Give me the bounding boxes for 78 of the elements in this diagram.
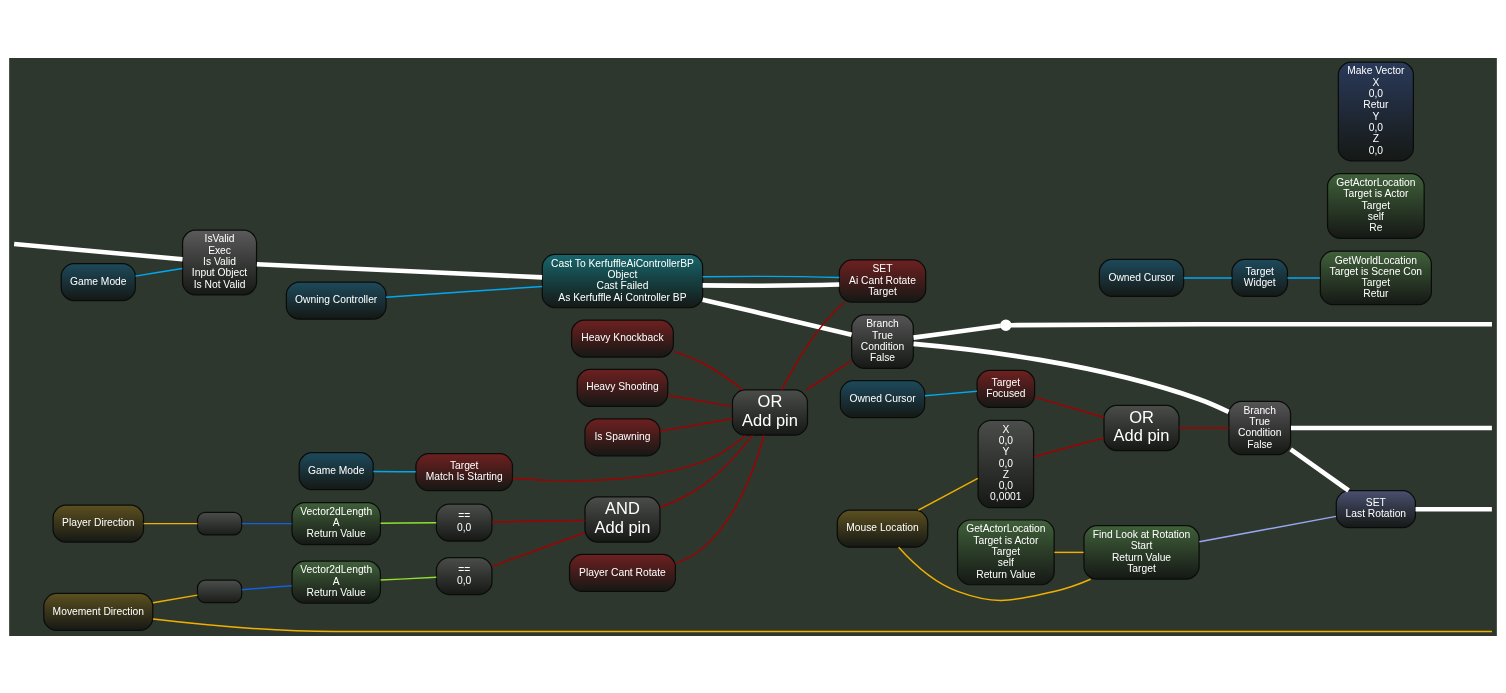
node-box: Target Widget <box>1231 258 1289 297</box>
connector <box>1198 515 1337 543</box>
connector <box>1183 276 1233 279</box>
connector <box>897 546 1092 601</box>
connector <box>659 417 733 432</box>
connector <box>1178 426 1230 429</box>
connector <box>379 521 437 524</box>
node-box: OR Add pin <box>1103 404 1180 451</box>
node-box: AND Add pin <box>584 495 661 543</box>
node-box: Owning Controller <box>285 280 387 320</box>
node-box: Player Cant Rotate <box>568 553 676 592</box>
connector <box>781 301 846 391</box>
connector <box>674 434 765 564</box>
node-box: Game Mode <box>60 262 136 301</box>
connector <box>241 584 293 590</box>
node-box: == 0,0 <box>435 556 493 595</box>
node-box: GetActorLocation Target is Actor Target self Re <box>1326 172 1425 239</box>
node-box: Cast To KerfuffleAiControllerBP Object Cast Failed As Kerfuffle Ai Controller BP <box>541 253 704 308</box>
node-box: Vector2dLength A Return Value <box>291 560 382 604</box>
node-box: GetWorldLocation Target is Scene Con Target Retur <box>1319 250 1432 305</box>
connector <box>702 281 840 288</box>
node-box: Branch True Condition False <box>851 313 914 369</box>
node-box <box>196 511 243 535</box>
connector <box>256 261 543 280</box>
node-circle <box>1000 318 1012 331</box>
connector <box>134 267 183 277</box>
connector <box>152 617 1493 632</box>
connector <box>702 296 853 337</box>
node-box: SET Ai Cant Rotate Target <box>838 258 927 303</box>
node-box: Vector2dLength A Return Value <box>291 501 382 545</box>
connector <box>512 434 747 482</box>
node-box: Heavy Knockback <box>570 318 674 358</box>
node-box: Owned Cursor <box>1098 258 1185 297</box>
connector <box>152 593 199 603</box>
connector <box>917 477 979 511</box>
node-box: Game Mode <box>298 451 374 490</box>
node-box: Is Spawning <box>584 417 661 456</box>
connector <box>143 522 199 524</box>
node-box: Owned Cursor <box>839 379 926 418</box>
node-box: == 0,0 <box>435 502 493 542</box>
connector <box>1034 395 1105 418</box>
connector <box>491 531 586 567</box>
connector <box>1289 446 1350 492</box>
connector <box>1286 276 1321 279</box>
node-box: GetActorLocation Target is Actor Target self Return Value <box>956 518 1055 585</box>
node-box: Player Direction <box>52 504 145 543</box>
connector <box>913 341 1230 414</box>
connector <box>672 350 744 390</box>
node-box <box>196 579 243 603</box>
connector <box>924 390 978 396</box>
connector <box>805 359 853 391</box>
node-box: X 0,0 Y 0,0 Z 0,0 0,0001 <box>977 419 1035 508</box>
connector <box>491 519 586 523</box>
connector <box>379 576 437 581</box>
node-box: IsValid Exec Is Valid Input Object Is Not Valid <box>181 229 258 296</box>
connector <box>1033 436 1105 457</box>
connector <box>701 275 840 278</box>
node-box: Mouse Location <box>836 509 929 548</box>
connector <box>241 522 293 524</box>
node-box: Make Vector X 0,0 Retur Y 0,0 Z 0,0 <box>1337 61 1414 161</box>
connector <box>659 434 754 508</box>
connector <box>1290 425 1492 430</box>
node-box: Target Focused <box>976 369 1036 408</box>
connector <box>667 394 733 407</box>
node-box: Target Match Is Starting <box>415 452 514 491</box>
node-box: Branch True Condition False <box>1228 400 1292 455</box>
node-box: OR Add pin <box>731 388 809 436</box>
node-box: Movement Direction <box>43 592 154 631</box>
connector <box>1415 506 1492 512</box>
connector <box>1011 321 1492 327</box>
node-box: Heavy Shooting <box>576 368 669 407</box>
connector <box>385 285 543 298</box>
connector <box>913 323 1001 340</box>
node-box: Find Look at Rotation Start Return Value Target <box>1083 524 1200 580</box>
connector <box>1053 551 1085 553</box>
node-box: SET Last Rotation <box>1335 489 1417 528</box>
connector <box>13 241 183 262</box>
connector <box>372 470 417 473</box>
